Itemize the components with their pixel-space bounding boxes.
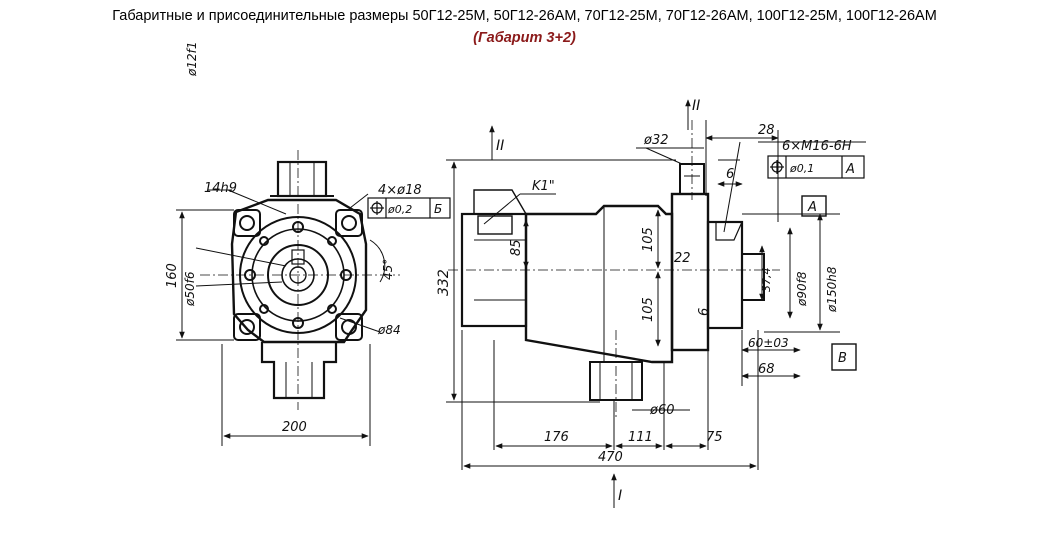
label-thread-tolerance: ø0,1 [789,162,814,175]
dim-470: 470 [598,450,623,465]
label-angle: 45° [381,259,395,280]
side-view [446,99,866,508]
dim-105-lower: 105 [641,297,656,322]
label-thread: 6×M16-6H [782,139,852,154]
label-holes: 4×ø18 [378,183,422,198]
dim-37: 37,4 [760,268,773,293]
section-label-bottom: I [618,488,622,504]
label-thread-datum: А [845,162,855,177]
label-shaft: ø12f1 [185,42,199,77]
label-bolt-circle: ø84 [377,323,401,337]
label-plug: K1" [532,179,555,194]
dim-68: 68 [758,362,775,377]
dim-176: 176 [544,430,569,445]
front-view [176,150,451,446]
dim-diameter-60: ø60 [649,403,675,418]
dim-60-tolerance: 60±03 [748,336,789,350]
dim-75: 75 [706,430,723,445]
page-title: Габаритные и присоединительные размеры 5… [112,8,937,24]
section-label-top: II [496,138,504,154]
dim-85: 85 [509,239,524,256]
label-hole-tolerance: ø0,2 [387,203,412,216]
dim-105-upper: 105 [641,227,656,252]
dim-332: 332 [436,269,452,296]
datum-b: В [838,351,847,366]
dim-width: 200 [282,420,307,435]
dim-6-top: 6 [726,167,734,182]
section-label-top-right: II [692,98,700,114]
dim-height: 160 [165,263,180,288]
datum-a: А [807,200,817,215]
dim-6-side: 6 [697,308,712,316]
dim-111: 111 [628,430,653,445]
label-key: 14h9 [204,181,237,196]
page-subtitle: (Габарит 3+2) [473,30,576,46]
label-hole-datum: Б [434,202,442,216]
label-port-diameter: ø32 [643,133,669,148]
label-pilot: ø50f6 [183,271,197,307]
dim-22: 22 [674,251,691,266]
dim-90: ø90f8 [795,271,809,307]
dim-150: ø150h8 [825,266,839,313]
dim-28: 28 [758,123,775,138]
